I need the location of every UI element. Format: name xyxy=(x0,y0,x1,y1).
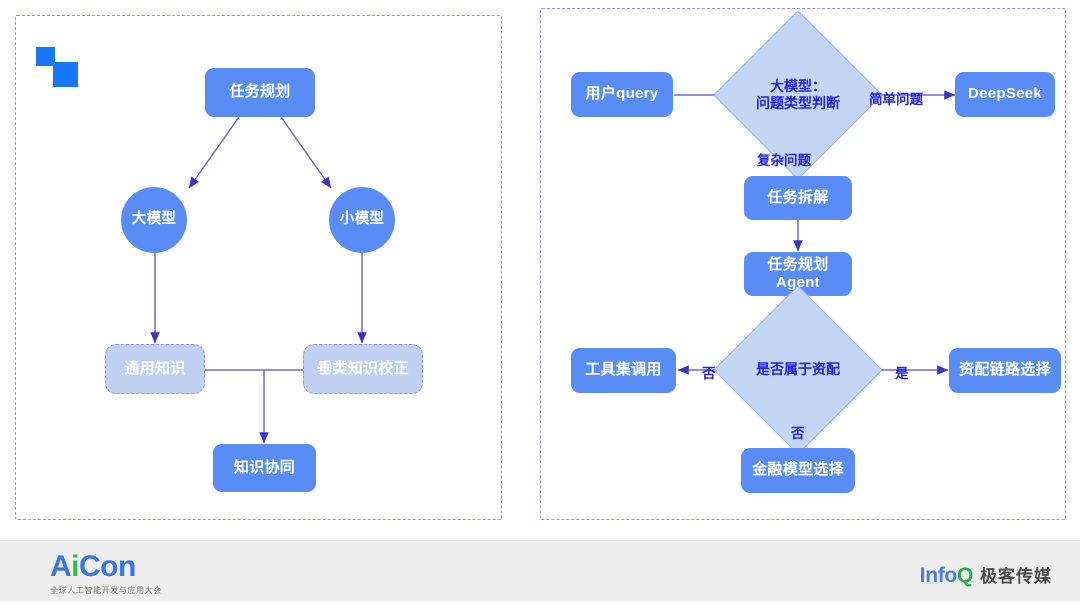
node-user-query[interactable]: 用户query xyxy=(571,72,673,117)
decorative-square-small-icon xyxy=(36,47,55,66)
node-knowledge-collaboration-label: 知识协同 xyxy=(233,458,296,476)
decorative-square-large-icon xyxy=(53,62,78,87)
node-large-model[interactable]: 大模型 xyxy=(121,187,187,253)
node-task-planning-label: 任务规划 xyxy=(229,83,291,101)
node-tool-invocation[interactable]: 工具集调用 xyxy=(571,348,676,393)
edge-label-complex-question: 复杂问题 xyxy=(757,153,811,168)
node-deepseek-label: DeepSeek xyxy=(967,85,1043,103)
infoq-info-text: Info xyxy=(919,564,958,587)
node-is-asset-allocation[interactable]: 是否属于资配 xyxy=(713,285,883,455)
edge-label-simple-question: 简单问题 xyxy=(869,92,923,107)
footer-bar xyxy=(0,540,1080,604)
node-asset-chain-selection-label: 资配链路选择 xyxy=(959,361,1051,379)
node-small-model[interactable]: 小模型 xyxy=(329,187,395,253)
edge-label-no-down: 否 xyxy=(791,426,805,441)
node-knowledge-collaboration[interactable]: 知识协同 xyxy=(213,444,316,492)
node-task-decomposition[interactable]: 任务拆解 xyxy=(744,176,852,220)
node-financial-model-selection-label: 金融模型选择 xyxy=(752,461,844,479)
edge-label-no-left: 否 xyxy=(702,366,716,381)
aicon-logo: AiCon 全球人工智能开发与应用大会 xyxy=(50,552,162,596)
node-general-knowledge-label: 通用知识 xyxy=(124,359,186,377)
infoq-wordmark: InfoQ xyxy=(919,564,974,588)
node-task-planning[interactable]: 任务规划 xyxy=(205,68,315,117)
aicon-wordmark: AiCon xyxy=(50,552,162,582)
aicon-letters-con: Con xyxy=(79,550,136,583)
node-asset-chain-selection[interactable]: 资配链路选择 xyxy=(949,348,1061,393)
footer-bottom-rule xyxy=(0,601,1080,604)
node-user-query-label: 用户query xyxy=(585,85,659,103)
aicon-letter-i: i xyxy=(71,550,80,583)
node-task-decomposition-label: 任务拆解 xyxy=(767,188,829,206)
node-deepseek[interactable]: DeepSeek xyxy=(955,72,1055,117)
node-general-knowledge[interactable]: 通用知识 xyxy=(105,344,205,394)
edge-label-yes-right: 是 xyxy=(895,366,909,381)
infoq-q-text: Q xyxy=(956,564,973,587)
node-tool-invocation-label: 工具集调用 xyxy=(585,361,662,379)
node-model-question-type-label: 大模型： 问题类型判断 xyxy=(756,77,840,111)
infoq-chinese-name: 极客传媒 xyxy=(980,567,1052,586)
node-is-asset-allocation-label: 是否属于资配 xyxy=(756,361,840,378)
node-large-model-label: 大模型 xyxy=(131,211,177,228)
node-vertical-knowledge-correction-label: 垂类知识校正 xyxy=(317,359,409,377)
node-small-model-label: 小模型 xyxy=(339,211,385,228)
node-task-planning-agent-label: 任务规划 Agent xyxy=(767,255,829,291)
node-vertical-knowledge-correction[interactable]: 垂类知识校正 xyxy=(303,344,423,394)
aicon-letter-a: A xyxy=(50,550,72,583)
infoq-logo: InfoQ 极客传媒 xyxy=(920,562,1052,588)
node-model-question-type[interactable]: 大模型： 问题类型判断 xyxy=(713,10,883,180)
aicon-subtitle: 全球人工智能开发与应用大会 xyxy=(50,586,162,595)
node-financial-model-selection[interactable]: 金融模型选择 xyxy=(741,448,855,493)
